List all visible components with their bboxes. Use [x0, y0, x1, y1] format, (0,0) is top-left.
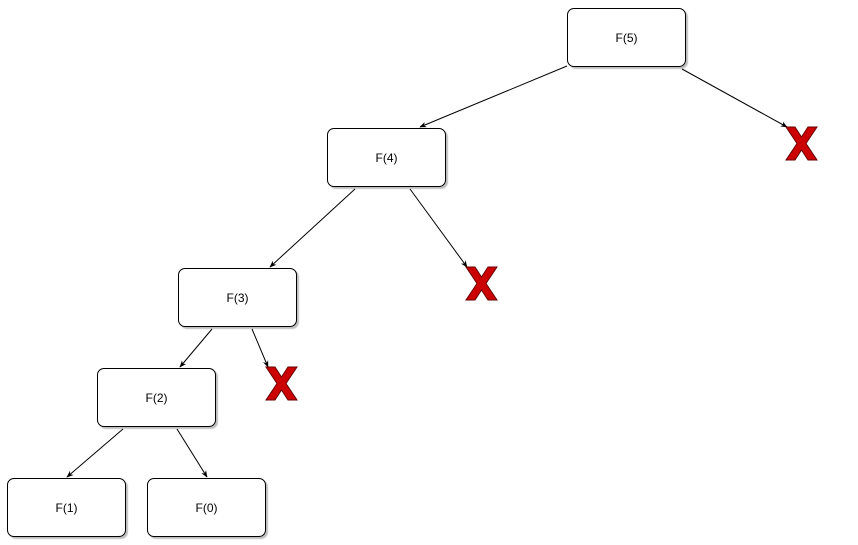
- edge-f2-f1: [66, 428, 124, 478]
- node-f1: F(1): [7, 478, 126, 537]
- edge-f3-x3: [251, 328, 269, 368]
- cross-mark-x3: [265, 366, 298, 401]
- node-label: F(2): [145, 390, 168, 405]
- cross-mark-x2: [465, 266, 498, 301]
- edge-f5-x1: [681, 68, 788, 128]
- node-f0: F(0): [147, 478, 266, 537]
- edge-f3-f2: [179, 328, 213, 368]
- node-label: F(1): [55, 500, 78, 515]
- node-label: F(5): [615, 30, 638, 45]
- cross-mark-x1: [785, 126, 818, 161]
- edge-f4-f3: [269, 188, 356, 268]
- node-f5: F(5): [567, 8, 686, 67]
- node-f2: F(2): [97, 368, 216, 427]
- node-f3: F(3): [178, 268, 297, 327]
- node-label: F(3): [226, 290, 249, 305]
- edge-f4-x2: [409, 188, 468, 268]
- node-label: F(4): [375, 150, 398, 165]
- edge-f2-f0: [176, 428, 208, 478]
- edge-f5-f4: [419, 65, 568, 128]
- node-label: F(0): [195, 500, 218, 515]
- node-f4: F(4): [327, 128, 446, 187]
